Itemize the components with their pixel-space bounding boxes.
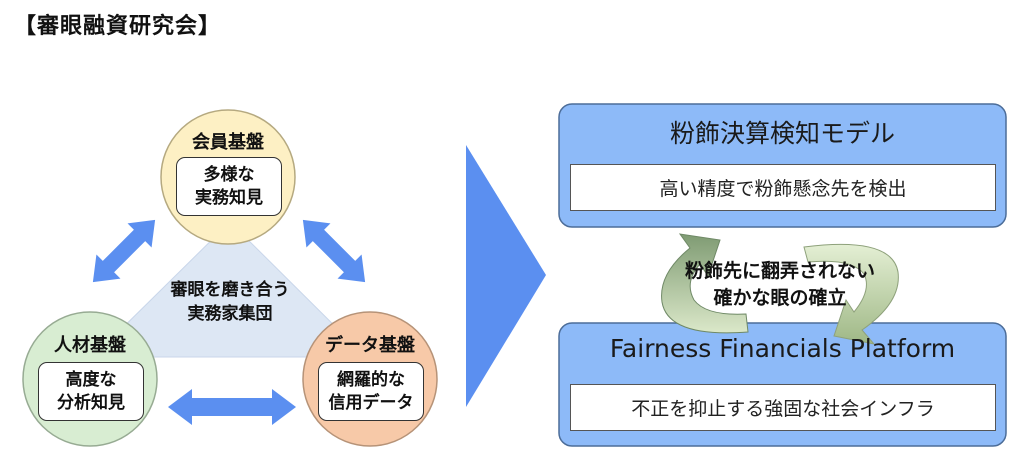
bottom-panel-title: Fairness Financials Platform xyxy=(609,334,956,363)
center-text-line2: 実務家集団 xyxy=(187,304,273,324)
center-triangle xyxy=(91,221,368,358)
cycle-arrow-right-icon xyxy=(803,243,899,345)
member-node-line1: 多様な xyxy=(203,164,255,185)
bottom-panel-subtitle: 不正を抑止する強固な社会インフラ xyxy=(631,398,935,420)
member-node-line2: 実務知見 xyxy=(195,187,263,208)
cycle-text: 粉飾先に翻弄されない 確かな眼の確立 xyxy=(640,258,920,312)
top-panel-title: 粉飾決算検知モデル xyxy=(669,119,895,148)
cycle-arrow-left-icon xyxy=(661,233,749,334)
chevron-right-icon xyxy=(466,145,546,407)
member-node-box: 多様な 実務知見 xyxy=(176,157,282,216)
data-node-title: データ基盤 xyxy=(325,335,415,356)
talent-node-title: 人材基盤 xyxy=(54,335,126,356)
arrow-talent-data xyxy=(168,389,296,425)
talent-node-line2: 分析知見 xyxy=(57,392,125,413)
data-node-box: 網羅的な 信用データ xyxy=(318,362,424,421)
member-node-title: 会員基盤 xyxy=(192,132,264,153)
bottom-panel-subtitle-box: 不正を抑止する強固な社会インフラ xyxy=(570,384,996,431)
cycle-text-line2: 確かな眼の確立 xyxy=(713,287,847,309)
talent-node-line1: 高度な xyxy=(65,369,117,390)
data-node-line2: 信用データ xyxy=(328,392,414,413)
center-text: 審眼を磨き合う 実務家集団 xyxy=(150,278,310,326)
cycle-text-line1: 粉飾先に翻弄されない xyxy=(684,260,875,282)
arrow-member-talent xyxy=(92,219,156,283)
page-title: 【審眼融資研究会】 xyxy=(14,14,222,39)
center-text-line1: 審眼を磨き合う xyxy=(170,280,290,300)
top-panel-subtitle-box: 高い精度で粉飾懸念先を検出 xyxy=(570,164,996,211)
data-node-line1: 網羅的な xyxy=(337,369,405,390)
talent-node-box: 高度な 分析知見 xyxy=(38,362,144,421)
top-panel-subtitle: 高い精度で粉飾懸念先を検出 xyxy=(659,178,907,200)
arrow-member-data xyxy=(302,219,366,283)
